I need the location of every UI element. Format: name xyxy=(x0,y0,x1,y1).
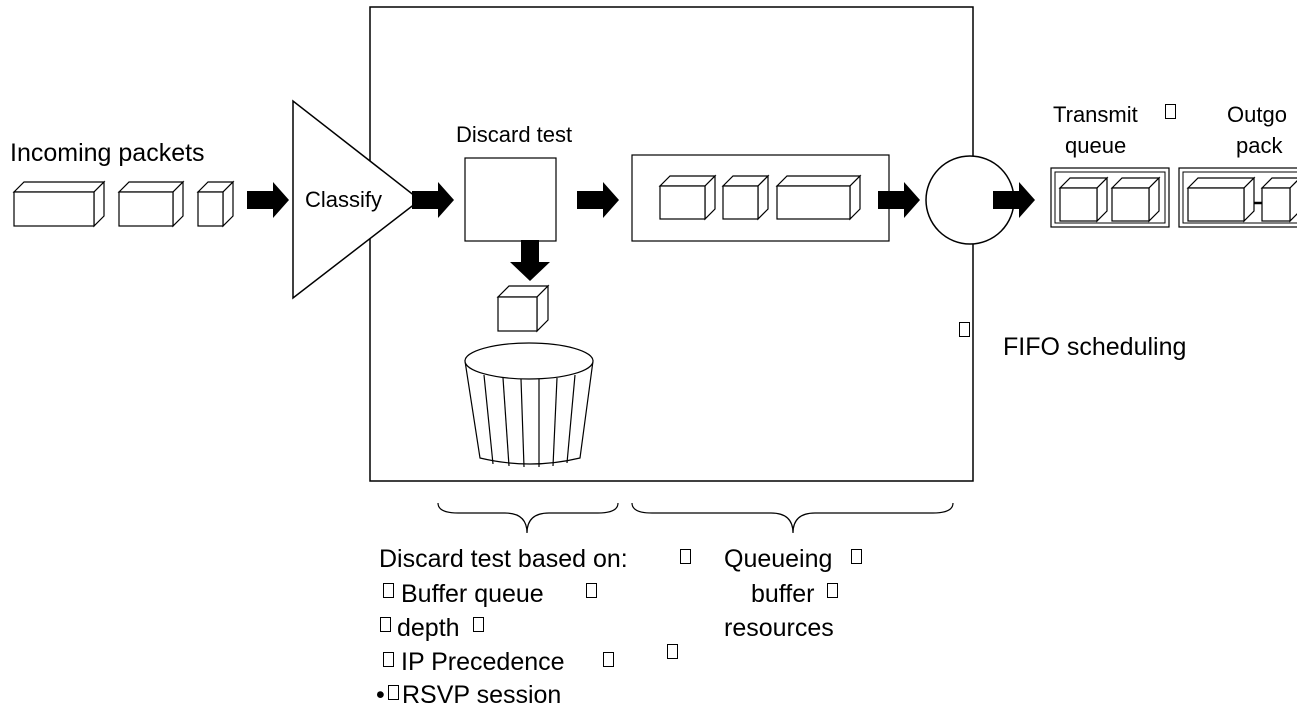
discard-test-label: Discard test xyxy=(456,122,573,147)
incoming-packet-2 xyxy=(117,180,185,228)
arrow-to-buffer xyxy=(577,182,619,218)
brace-queueing xyxy=(631,502,954,534)
missing-glyph-icon xyxy=(388,685,399,700)
bullet-dot: • xyxy=(376,681,385,709)
queueing-label: Queueing xyxy=(724,545,833,573)
router-frame xyxy=(369,6,974,482)
missing-glyph-icon xyxy=(586,583,597,598)
missing-glyph-icon xyxy=(827,583,838,598)
outgoing-packet-2 xyxy=(1260,177,1297,223)
missing-glyph-icon xyxy=(380,617,391,632)
discard-based-on-label: Discard test based on: xyxy=(379,545,628,573)
classify-triangle xyxy=(292,99,422,300)
discard-bin xyxy=(464,342,594,468)
arrow-to-classify xyxy=(247,182,289,218)
transmit-packet-1 xyxy=(1058,176,1109,223)
missing-glyph-icon xyxy=(959,322,970,337)
incoming-packet-3 xyxy=(196,180,235,228)
outgoing-label-1: Outgo xyxy=(1227,102,1287,127)
buffer-packet-1 xyxy=(658,174,717,221)
buffer-packet-2 xyxy=(721,174,770,221)
incoming-packets-label: Incoming packets xyxy=(10,139,205,167)
classify-label: Classify xyxy=(305,187,383,212)
transmit-packet-2 xyxy=(1110,176,1161,223)
queue-label: queue xyxy=(1065,133,1127,158)
outgoing-label-2: pack xyxy=(1236,133,1283,158)
missing-glyph-icon xyxy=(667,644,678,659)
missing-glyph-icon xyxy=(851,549,862,564)
buffer-packet-3 xyxy=(775,174,862,221)
discard-test-box xyxy=(464,157,557,242)
bullet-rsvp-session: RSVP session xyxy=(402,681,562,709)
incoming-packet-1 xyxy=(12,180,106,228)
missing-glyph-icon xyxy=(603,652,614,667)
missing-glyph-icon xyxy=(680,549,691,564)
bullet-glyph-icon xyxy=(383,583,394,598)
bullet-ip-precedence: IP Precedence xyxy=(401,648,565,676)
missing-glyph-icon xyxy=(473,617,484,632)
arrow-down-to-bin xyxy=(510,240,550,281)
bullet-buffer-queue: Buffer queue xyxy=(401,580,544,608)
buffer-label: buffer xyxy=(751,580,815,608)
fifo-scheduling-label: FIFO scheduling xyxy=(1003,333,1187,361)
bullet-glyph-icon xyxy=(383,652,394,667)
transmit-label: Transmit xyxy=(1053,102,1138,127)
arrow-to-discard xyxy=(412,182,454,218)
bullet-depth: depth xyxy=(397,614,460,642)
missing-glyph-icon xyxy=(1165,104,1176,119)
brace-discard xyxy=(437,502,619,534)
resources-label: resources xyxy=(724,614,834,642)
dropped-packet xyxy=(496,284,550,333)
outgoing-packet-1 xyxy=(1186,176,1256,223)
